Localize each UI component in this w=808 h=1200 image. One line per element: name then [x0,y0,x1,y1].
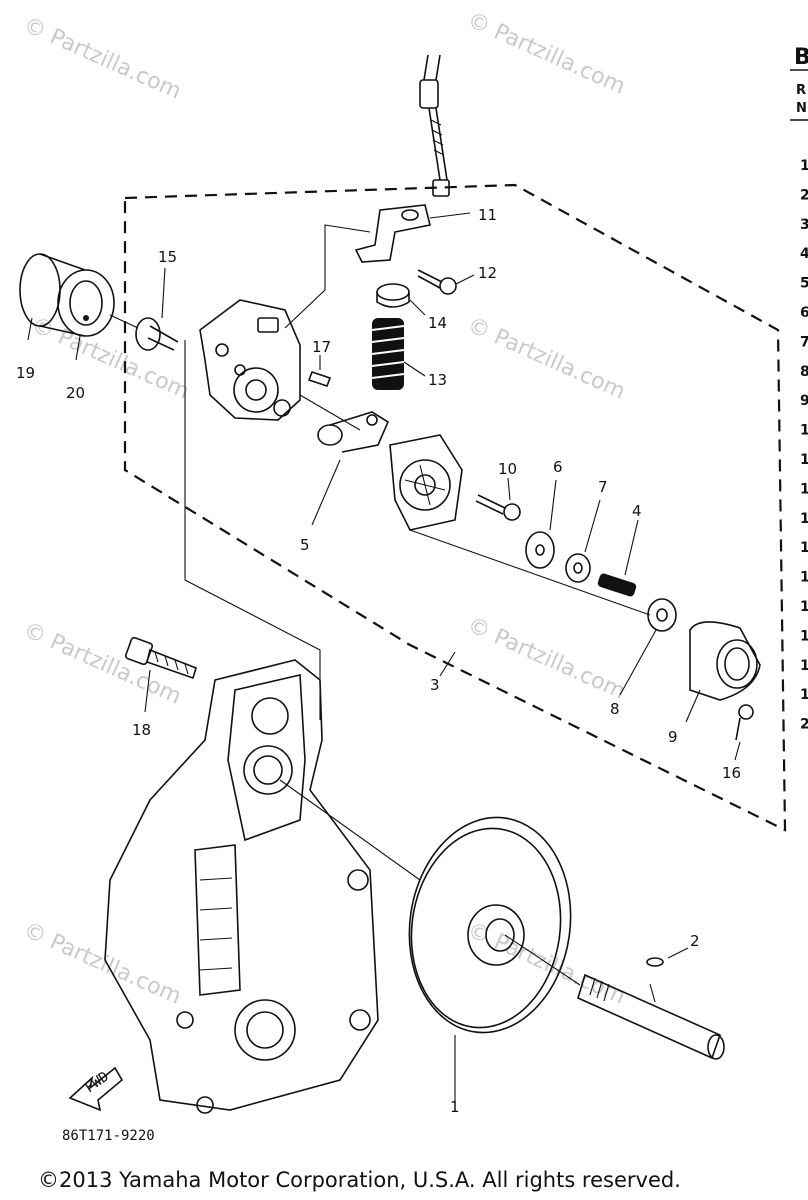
parts-list-col-header: N [796,101,807,116]
parts-list-header-letter: B [794,45,808,70]
watermark: © Partzilla.com [464,313,629,405]
governor-housing [199,224,371,421]
bushing-part-19-20 [19,253,139,361]
parts-list-row-number: 3 [800,217,808,233]
watermark: © Partzilla.com [464,613,629,705]
callout-10: 10 [498,460,517,478]
parts-list-row-number: 4 [800,246,808,262]
governor-cover [389,434,463,531]
callout-9: 9 [668,728,678,746]
callout-3-leader [439,651,456,677]
parts-list-row-number: 7 [800,334,808,350]
diagram-reference-code: 86T171-9220 [62,1128,155,1144]
bolt-part-18 [124,636,197,713]
bolt-part-12 [417,269,475,295]
callout-20: 20 [66,384,85,402]
axis-line [299,394,361,431]
lever-part-5 [311,411,390,526]
parts-list-row-number: 1 [800,628,808,644]
shaft-and-key [504,934,725,1060]
crankcase-housing [104,659,421,1114]
callout-17: 17 [312,338,331,356]
sheave-part-1 [408,816,572,1105]
parts-list-col-header: R [796,83,806,98]
parts-list-row-number: 1 [800,511,808,527]
parts-list-row-number: 1 [800,599,808,615]
watermark: © Partzilla.com [28,313,193,405]
watermark: © Partzilla.com [464,8,629,100]
callout-12: 12 [478,264,497,282]
callout-2: 2 [690,932,700,950]
callout-16: 16 [722,764,741,782]
spring-part-4 [597,519,639,597]
parts-list-row-number: 1 [800,570,808,586]
spring-part-13 [371,318,426,390]
callout-13: 13 [428,371,447,389]
parts-list-row-number: 1 [800,658,808,674]
clip-part-7 [565,499,601,583]
parts-list-row-number: 2 [800,187,808,203]
parts-list-row-number: 1 [800,540,808,556]
disc-part-8 [619,598,677,696]
bracket-part-11 [354,204,471,263]
screw-part-16 [734,704,754,761]
callout-1: 1 [450,1098,460,1116]
callout-4: 4 [632,502,642,520]
watermark: © Partzilla.com [20,918,185,1010]
callout-15: 15 [158,248,177,266]
pin-part-17 [307,355,332,388]
axis-line [409,529,651,616]
cap-part-9 [685,621,761,723]
callout-11: 11 [478,206,497,224]
callout-6: 6 [553,458,563,476]
parts-list-fragment: B R N 1 2 3 4 5 6 7 8 9 1 1 1 1 1 1 1 1 1 1 2 [790,45,808,733]
callout-14: 14 [428,314,447,332]
callout-5: 5 [300,536,310,554]
parts-list-row-number: 8 [800,364,808,380]
watermark-layer: © Partzilla.com © Partzilla.com © Partzi… [20,8,629,1010]
parts-list-row-number: 2 [800,717,808,733]
parts-list-row-number: 9 [800,393,808,409]
washer-part-6 [525,479,557,569]
watermark: © Partzilla.com [20,13,185,105]
seal-part-15 [135,267,179,351]
parts-list-row-number: 5 [800,276,808,292]
callout-19: 19 [16,364,35,382]
parts-list-row-number: 1 [800,423,808,439]
watermark: © Partzilla.com [20,618,185,710]
callout-18: 18 [132,721,151,739]
parts-list-row-number: 6 [800,305,808,321]
parts-list-row-number: 1 [800,452,808,468]
callout-7: 7 [598,478,608,496]
parts-list-row-number: 1 [800,687,808,703]
bolt-part-10 [475,477,521,521]
callout-8: 8 [610,700,620,718]
forward-direction-arrow: FWD [68,1066,124,1112]
copyright-footer: ©2013 Yamaha Motor Corporation, U.S.A. A… [38,1168,681,1192]
control-cable [419,54,450,197]
parts-list-row-numbers: 1 2 3 4 5 6 7 8 9 1 1 1 1 1 1 1 1 1 1 2 [800,158,808,733]
callout-labels: 1 2 3 4 5 6 7 8 9 10 11 12 13 14 15 16 1… [16,206,741,1116]
callout-3: 3 [430,676,440,694]
parts-list-row-number: 1 [800,481,808,497]
spring-seat-part-14 [376,283,426,316]
assembly-3-boundary [123,183,787,832]
parts-list-row-number: 1 [800,158,808,174]
